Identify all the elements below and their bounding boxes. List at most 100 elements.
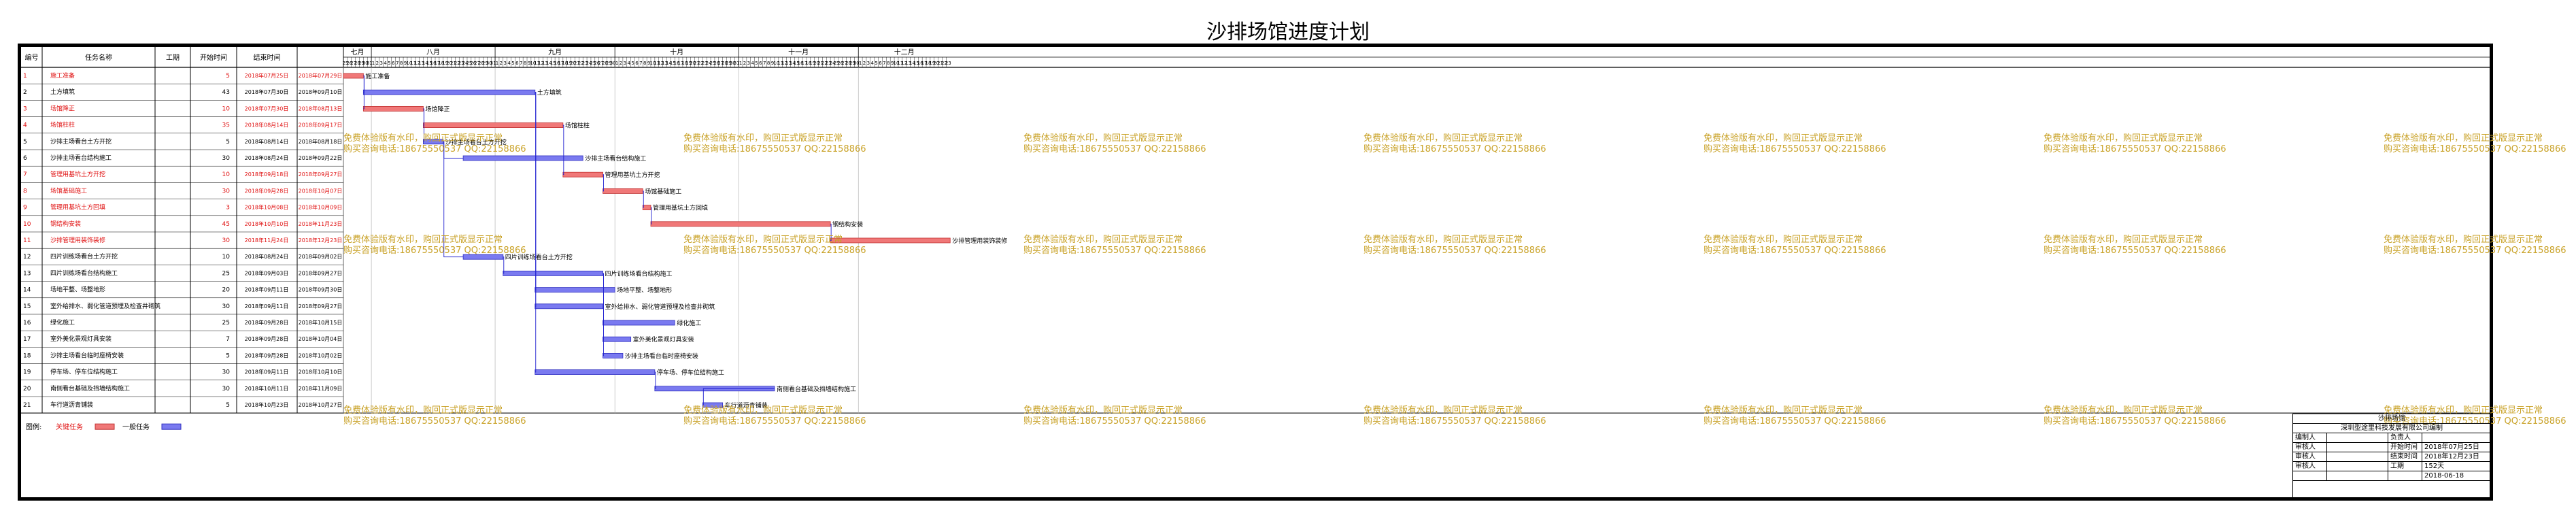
day-label: 4 xyxy=(751,61,754,66)
day-label: 21 xyxy=(450,61,456,66)
task-duration: 20 xyxy=(222,287,231,294)
signoff-header: 沙排场馆 xyxy=(2293,414,2490,424)
dependency-link xyxy=(423,108,424,142)
watermark-line: 购买咨询电话:18675550537 QQ:22158866 xyxy=(1363,144,1546,154)
day-label: 23 xyxy=(945,61,951,66)
day-label: 16 xyxy=(430,61,437,66)
task-name: 沙排主场看台土方开挖 xyxy=(50,137,112,146)
watermark-line: 购买咨询电话:18675550537 QQ:22158866 xyxy=(1363,246,1546,256)
day-label: 25 xyxy=(833,61,839,66)
watermark-line: 免费体验版有水印，购回正式版显示正常 xyxy=(343,133,503,144)
task-start: 2018年10月08日 xyxy=(245,204,289,211)
day-label: 8 xyxy=(767,61,770,66)
watermark-line: 免费体验版有水印，购回正式版显示正常 xyxy=(683,133,843,144)
task-start: 2018年09月28日 xyxy=(245,319,289,326)
task-name: 绿化施工 xyxy=(50,318,75,327)
day-label: 28 xyxy=(602,61,608,66)
task-name: 四片训练场看台土方开挖 xyxy=(50,252,118,261)
day-label: 20 xyxy=(570,61,576,66)
dependency-link xyxy=(535,92,537,373)
day-label: 27 xyxy=(350,61,356,66)
day-label: 11 xyxy=(410,61,416,66)
watermark: 免费体验版有水印，购回正式版显示正常购买咨询电话:18675550537 QQ:… xyxy=(2384,405,2566,427)
gantt-bar xyxy=(650,221,831,227)
watermark-line: 免费体验版有水印，购回正式版显示正常 xyxy=(1704,405,1863,416)
task-end: 2018年09月10日 xyxy=(299,88,343,95)
day-label: 1 xyxy=(739,61,742,66)
task-name: 场馆降正 xyxy=(50,104,75,112)
day-label: 19 xyxy=(929,61,935,66)
dependency-link xyxy=(363,76,365,110)
day-label: 20 xyxy=(933,61,939,66)
watermark-line: 免费体验版有水印，购回正式版显示正常 xyxy=(2384,235,2543,245)
task-id: 10 xyxy=(23,221,31,228)
task-end: 2018年07月29日 xyxy=(299,72,343,79)
watermark-line: 免费体验版有水印，购回正式版显示正常 xyxy=(683,405,843,416)
task-duration: 35 xyxy=(222,122,230,129)
day-label: 31 xyxy=(367,61,373,66)
header-name: 任务名称 xyxy=(85,53,112,62)
task-name: 停车场、停车位结构施工 xyxy=(50,368,118,376)
day-label: 12 xyxy=(414,61,420,66)
gantt-bar-label: 沙排主场看台土方开挖 xyxy=(445,138,507,146)
month-label: 十二月 xyxy=(894,48,915,56)
day-label: 25 xyxy=(590,61,596,66)
day-label: 14 xyxy=(666,61,672,66)
task-duration: 25 xyxy=(222,320,230,327)
task-start: 2018年09月03日 xyxy=(245,269,289,276)
watermark-line: 免费体验版有水印，购回正式版显示正常 xyxy=(2384,133,2543,144)
day-label: 24 xyxy=(586,61,592,66)
day-label: 27 xyxy=(474,61,480,66)
task-id: 20 xyxy=(23,386,31,392)
watermark-line: 购买咨询电话:18675550537 QQ:22158866 xyxy=(343,416,526,426)
day-label: 29 xyxy=(482,61,488,66)
dependency-link xyxy=(603,273,604,356)
watermark-line: 购买咨询电话:18675550537 QQ:22158866 xyxy=(1023,416,1206,426)
task-name: 土方填筑 xyxy=(50,88,75,96)
day-label: 22 xyxy=(698,61,704,66)
signoff-cell: 152天 xyxy=(2422,462,2492,471)
day-label: 27 xyxy=(598,61,604,66)
task-start: 2018年09月28日 xyxy=(245,335,289,342)
signoff-cell: 负责人 xyxy=(2388,433,2422,442)
day-label: 6 xyxy=(515,61,519,66)
day-label: 2 xyxy=(500,61,503,66)
gantt-bar-label: 南侧看台基础及挡墙结构施工 xyxy=(777,385,856,393)
watermark-line: 免费体验版有水印，购回正式版显示正常 xyxy=(2044,133,2203,144)
signoff-cell: 工期 xyxy=(2388,462,2422,471)
task-name: 室外给排水、弱化管道预埋及检查井砌筑 xyxy=(50,302,160,310)
watermark-line: 购买咨询电话:18675550537 QQ:22158866 xyxy=(683,246,866,256)
gantt-bar xyxy=(423,122,564,129)
day-label: 17 xyxy=(558,61,564,66)
task-duration: 10 xyxy=(222,171,231,178)
day-label: 14 xyxy=(909,61,915,66)
day-label: 7 xyxy=(763,61,766,66)
day-label: 9 xyxy=(647,61,650,66)
watermark-line: 购买咨询电话:18675550537 QQ:22158866 xyxy=(1704,416,1886,426)
task-end: 2018年10月02日 xyxy=(299,352,343,358)
day-label: 15 xyxy=(794,61,800,66)
day-label: 17 xyxy=(434,61,440,66)
signoff-cell: 审核人 xyxy=(2293,452,2327,461)
day-label: 6 xyxy=(392,61,395,66)
gantt-bar-label: 四片训练场看台土方开挖 xyxy=(505,253,573,261)
task-end: 2018年08月13日 xyxy=(299,105,343,112)
gantt-bar xyxy=(603,336,632,342)
day-label: 28 xyxy=(354,61,360,66)
day-label: 9 xyxy=(404,61,407,66)
day-label: 13 xyxy=(785,61,792,66)
watermark: 免费体验版有水印，购回正式版显示正常购买咨询电话:18675550537 QQ:… xyxy=(1704,405,1886,427)
gantt-bar-label: 场馆降正 xyxy=(425,105,450,113)
day-label: 19 xyxy=(442,61,448,66)
task-id: 13 xyxy=(23,270,31,277)
day-label: 22 xyxy=(454,61,460,66)
day-label: 9 xyxy=(891,61,894,66)
header-start: 开始时间 xyxy=(200,53,227,62)
month-label: 十一月 xyxy=(788,48,809,56)
month-label: 九月 xyxy=(548,48,562,56)
watermark-line: 购买咨询电话:18675550537 QQ:22158866 xyxy=(2044,144,2226,154)
